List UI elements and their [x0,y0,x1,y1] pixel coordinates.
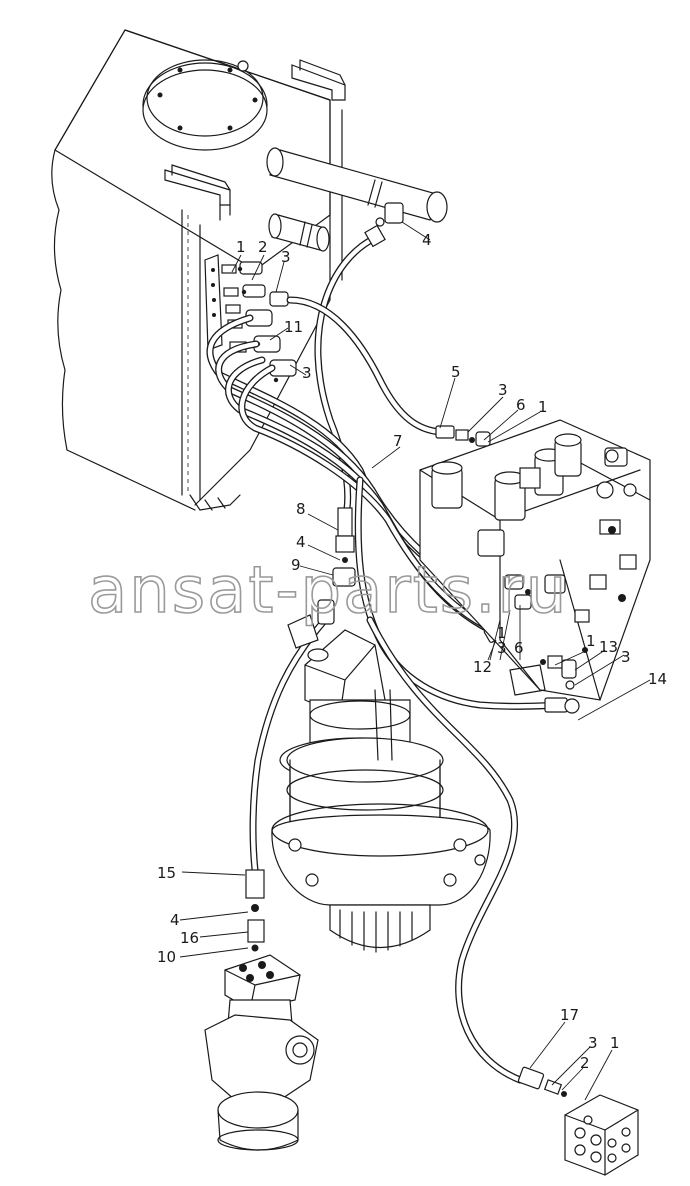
control-valve [419,419,651,701]
callout-label: 3 [497,639,507,657]
callout-label: 6 [516,396,526,414]
callout-label: 6 [514,639,524,657]
watermark-text: ansat-parts.ru [88,554,568,628]
callout-label: 2 [258,238,268,256]
swing-reduction-gear [271,614,491,953]
callout-label: 7 [393,432,403,450]
callout-label: 16 [180,929,199,947]
callout-label: 12 [473,658,492,676]
callout-label: 4 [422,231,432,249]
callout-label: 3 [281,248,291,266]
pilot-port-block [564,1094,639,1176]
callout-label: 2 [580,1054,590,1072]
callout-label: 15 [157,864,176,882]
callout-label: 14 [648,670,667,688]
callout-label: 1 [586,632,596,650]
callout-label: 8 [296,500,306,518]
leader-lines [179,221,651,1101]
callout-label: 13 [599,638,618,656]
callout-label: 1 [497,624,507,642]
callout-label: 11 [284,318,303,336]
callout-label: 4 [170,911,180,929]
callout-label: 3 [621,648,631,666]
callout-label: 3 [588,1034,598,1052]
center-swivel-joint [204,954,319,1151]
callout-label: 3 [302,364,312,382]
callout-label: 1 [236,238,246,256]
callout-label: 5 [451,363,461,381]
callout-label: 3 [498,381,508,399]
callout-labels: 1 2 3 4 11 3 5 3 6 1 7 8 4 9 1 3 6 1 13 … [157,231,667,1072]
callout-label: 9 [291,556,301,574]
callout-label: 1 [538,398,548,416]
callout-label: 17 [560,1006,579,1024]
callout-label: 1 [610,1034,620,1052]
hose-lines [206,234,569,1084]
callout-label: 4 [296,533,306,551]
callout-label: 10 [157,948,176,966]
